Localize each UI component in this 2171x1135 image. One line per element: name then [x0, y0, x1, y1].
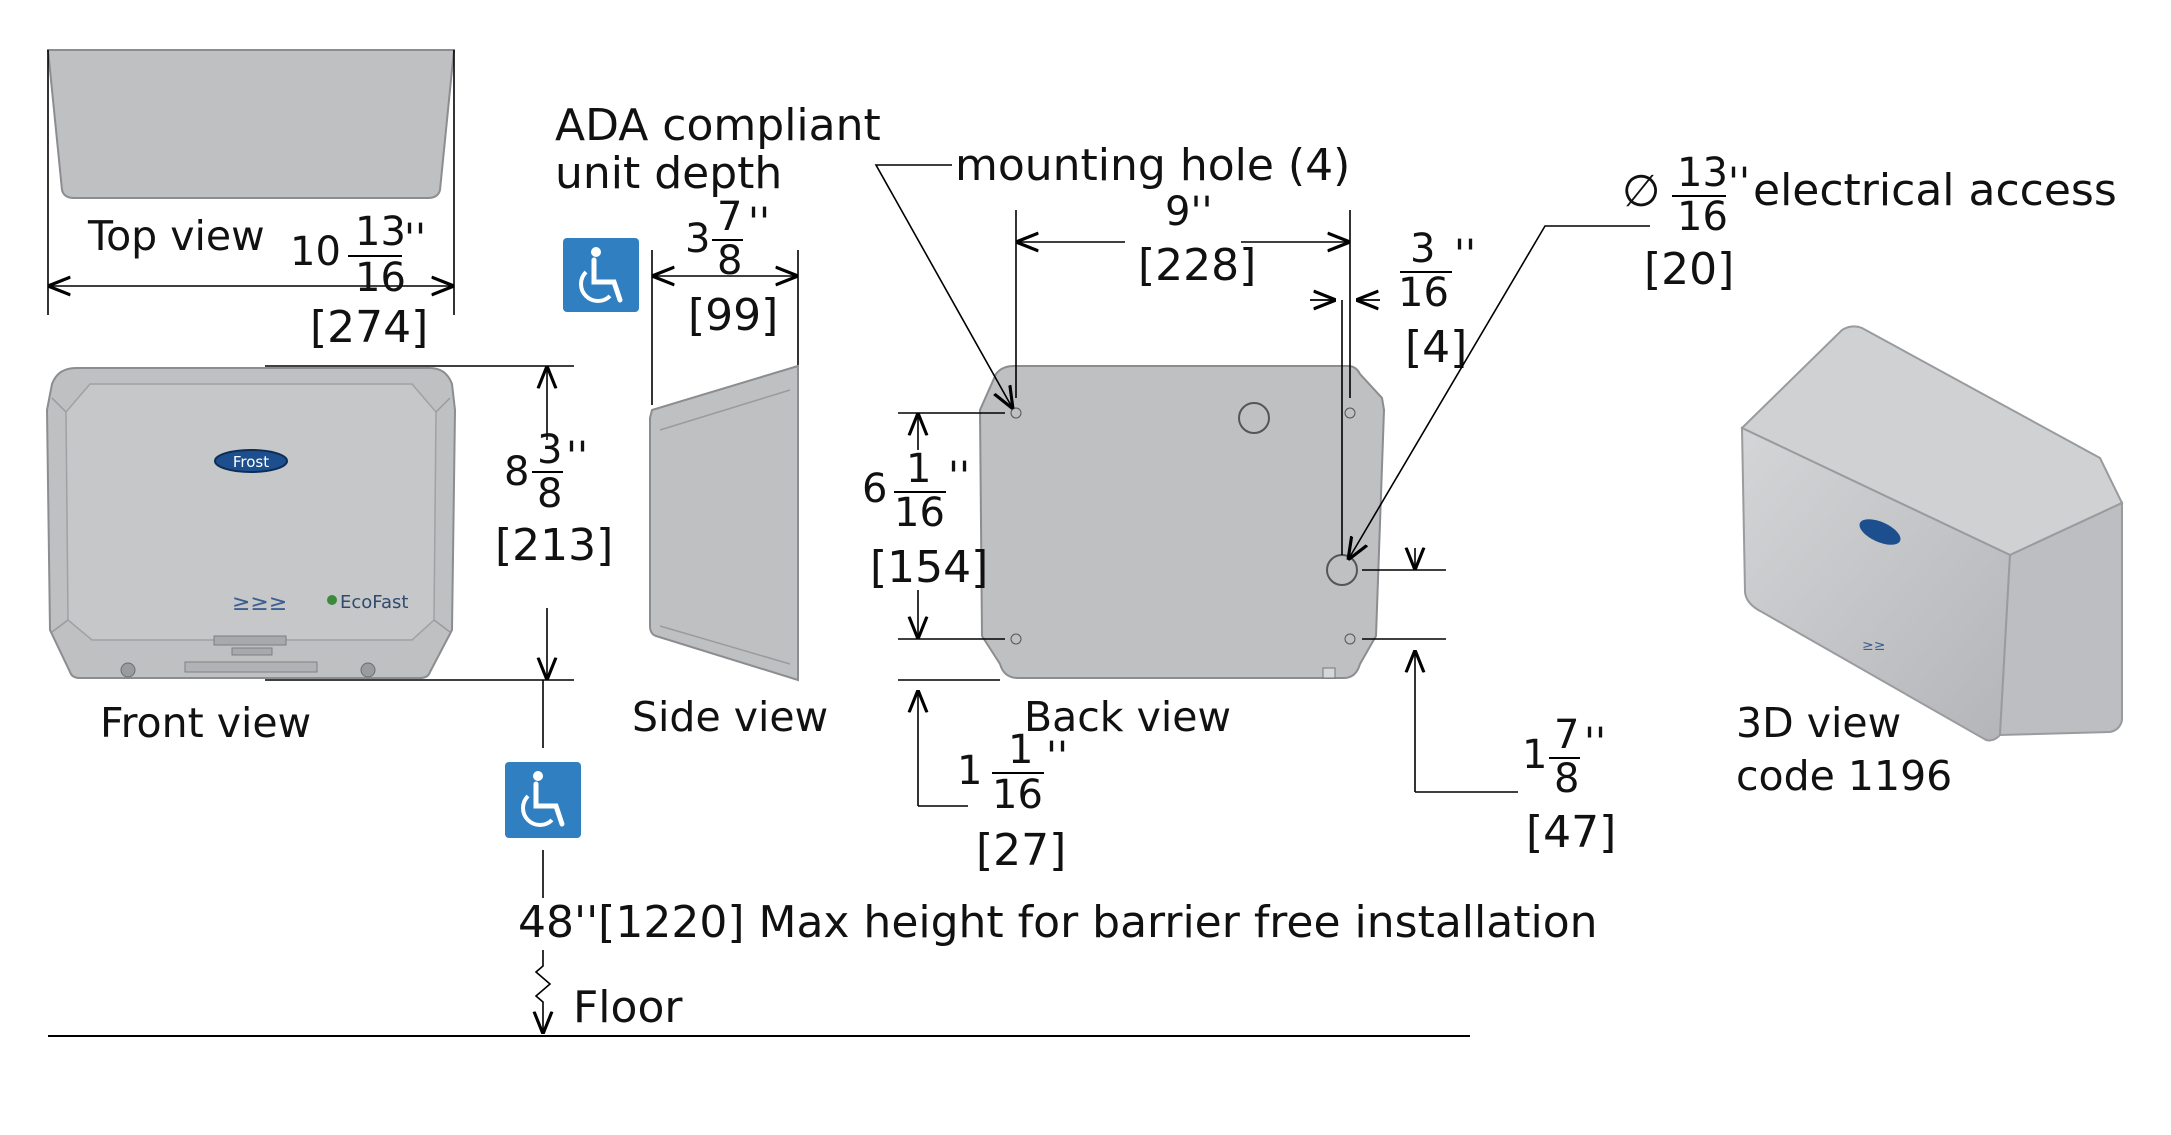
mounting-hole [1344, 633, 1356, 645]
three-d-view: ≥≥ 3D view code 1196 [1736, 325, 2124, 800]
height-numerator: 3 [537, 427, 562, 473]
floor-label: Floor [573, 982, 683, 1033]
bottom-left-mm: [27] [976, 825, 1066, 876]
installation-height: 48''[1220] Max height for barrier free i… [48, 680, 1598, 1037]
depth-whole: 3 [685, 216, 710, 262]
mounting-hole [1010, 633, 1022, 645]
width-whole: 10 [290, 229, 341, 275]
three-d-code: code 1196 [1736, 752, 1952, 800]
three-d-frost-logo [1859, 519, 1901, 545]
side-view-body [649, 364, 799, 682]
wheelchair-accessibility-icon [505, 762, 581, 838]
max-height-text: 48''[1220] Max height for barrier free i… [518, 897, 1598, 948]
mounting-hole-label: mounting hole (4) [955, 140, 1350, 191]
hole-spacing-v-unit: '' [948, 454, 970, 500]
electrical-denominator: 16 [1677, 194, 1728, 240]
hole-spacing-v-denominator: 16 [894, 490, 945, 536]
frost-logo: Frost [214, 449, 288, 473]
side-view-label: Side view [632, 693, 828, 741]
bottom-left-numerator: 1 [1008, 727, 1033, 773]
bottom-right-dimension: 1 7 8 '' [47] [1362, 548, 1616, 858]
bottom-left-dimension: 1 1 16 '' [27] [898, 679, 1068, 876]
hole-spacing-v-whole: 6 [862, 466, 887, 512]
bottom-right-unit: '' [1584, 720, 1606, 766]
bottom-right-mm: [47] [1526, 807, 1616, 858]
bottom-left-denominator: 16 [992, 772, 1043, 818]
electrical-access-callout: ∅ 13 16 '' electrical access [20] [1348, 150, 2117, 560]
front-view: Frost ≥≥≥ EcoFast Front view [45, 367, 457, 747]
bottom-right-whole: 1 [1522, 732, 1547, 778]
electrical-mm: [20] [1644, 244, 1734, 295]
back-view: Back view [978, 365, 1386, 741]
mounting-hole [1010, 407, 1022, 419]
bottom-right-numerator: 7 [1554, 712, 1579, 758]
electrical-label: electrical access [1753, 165, 2117, 216]
hole-spacing-h-value: 9'' [1165, 189, 1212, 235]
hole-spacing-v-numerator: 1 [906, 446, 931, 492]
height-dimension: 8 3 8 '' [213] [265, 365, 613, 681]
ada-line1: ADA compliant [555, 100, 881, 151]
three-d-airflow-icon: ≥≥ [1862, 638, 1885, 654]
three-d-body-side [1998, 501, 2123, 737]
ada-depth-wheelchair-icon [563, 238, 639, 312]
edge-offset-mm: [4] [1405, 322, 1467, 373]
bottom-left-whole: 1 [957, 748, 982, 794]
bottom-right-denominator: 8 [1554, 756, 1579, 802]
depth-numerator: 7 [717, 194, 742, 240]
depth-mm: [99] [688, 290, 778, 341]
svg-text:Frost: Frost [233, 453, 269, 471]
electrical-numerator: 13 [1677, 150, 1728, 196]
top-view: Top view 10 13 16 '' [274] [46, 49, 456, 353]
edge-offset-unit: '' [1454, 232, 1476, 278]
hole-spacing-horizontal: 9'' [228] [1015, 189, 1351, 398]
mounting-hole-callout: mounting hole (4) [874, 140, 1350, 409]
height-whole: 8 [504, 449, 529, 495]
depth-unit: '' [748, 200, 770, 246]
diameter-symbol: ∅ [1622, 166, 1660, 217]
width-unit: '' [404, 216, 426, 262]
top-view-label: Top view [87, 212, 265, 260]
hole-spacing-v-mm: [154] [870, 542, 988, 593]
edge-offset-numerator: 3 [1410, 226, 1435, 272]
height-denominator: 8 [537, 471, 562, 517]
mounting-hole [1344, 407, 1356, 419]
top-view-body [46, 49, 456, 199]
side-view: ADA compliant unit depth 3 7 8 '' [99] S… [555, 100, 881, 741]
back-view-body [978, 365, 1386, 679]
bottom-left-unit: '' [1046, 734, 1068, 780]
height-unit: '' [566, 434, 588, 480]
width-numerator: 13 [355, 209, 406, 255]
height-mm: [213] [495, 520, 613, 571]
knockout [1238, 402, 1270, 434]
ecofast-logo: EcoFast [327, 592, 408, 613]
front-view-label: Front view [100, 699, 311, 747]
dryer-outlet [213, 635, 287, 646]
electrical-unit: '' [1728, 160, 1750, 206]
three-d-body-top [1740, 325, 2124, 557]
hole-spacing-vertical: 6 1 16 '' [154] [862, 412, 1005, 640]
hole-spacing-h-mm: [228] [1138, 240, 1256, 291]
edge-offset-denominator: 16 [1398, 270, 1449, 316]
three-d-body-front [1740, 426, 2012, 742]
svg-text:EcoFast: EcoFast [340, 592, 408, 613]
width-mm: [274] [310, 302, 428, 353]
airflow-icon: ≥≥≥ [232, 591, 287, 616]
edge-offset-dimension: 3 16 '' [4] [1310, 226, 1476, 555]
back-view-label: Back view [1024, 693, 1231, 741]
three-d-label: 3D view [1736, 699, 1901, 747]
width-denominator: 16 [355, 255, 406, 301]
ada-line2: unit depth [555, 148, 782, 199]
depth-denominator: 8 [717, 238, 742, 284]
